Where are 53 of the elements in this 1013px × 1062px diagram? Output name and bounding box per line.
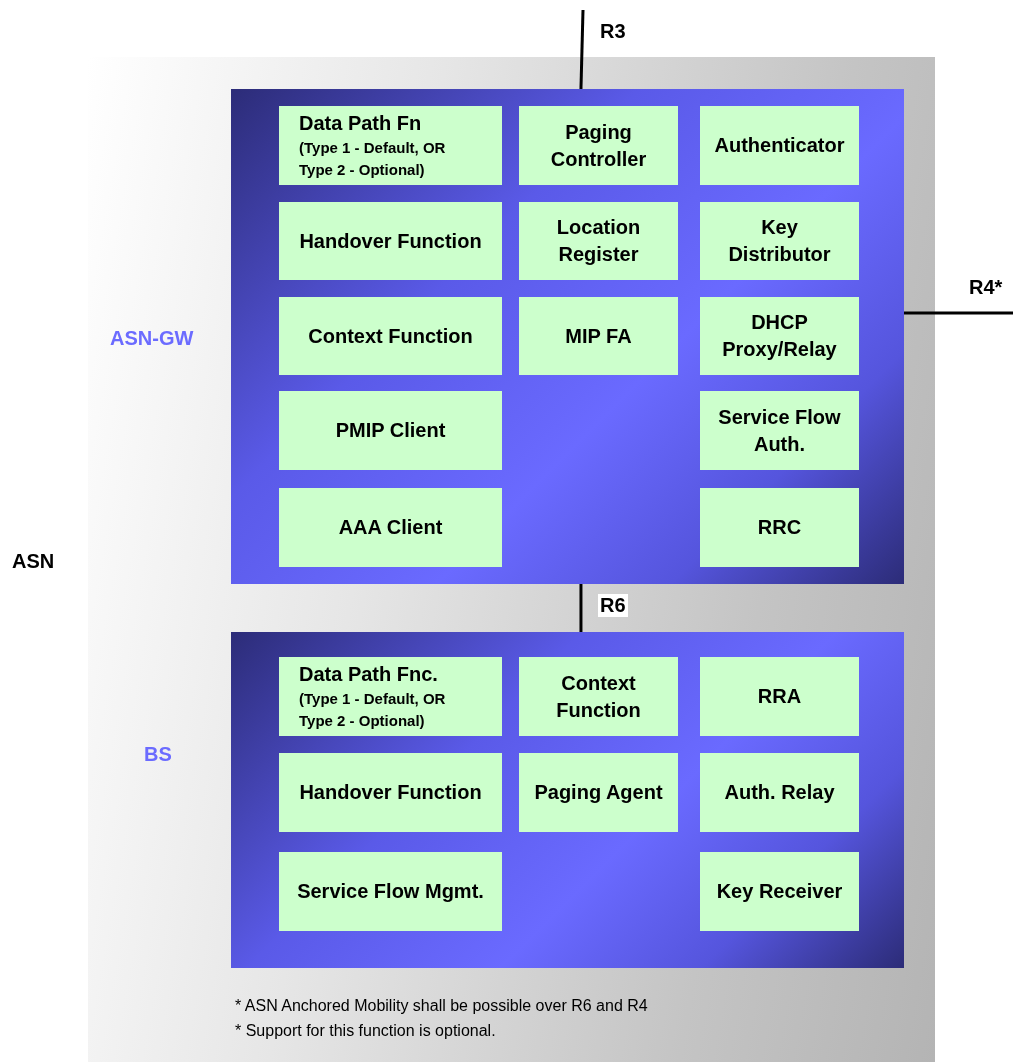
function-box [519,106,678,185]
function-box [519,753,678,832]
function-name: RRC [757,515,802,540]
interface-line [579,9,585,90]
edge-label: R6 [598,594,628,617]
function-name: DHCP Proxy/Relay [721,310,838,362]
function-note: (Type 1 - Default, OR Type 2 - Optional) [299,138,447,180]
function-name: Handover Function [299,780,482,805]
function-name: Service Flow Mgmt. [297,879,484,904]
interface-line [904,311,1013,315]
function-name: Handover Function [299,228,482,254]
function-name: Key Distributor [727,215,832,267]
function-name: PMIP Client [335,418,446,443]
function-box [700,488,859,567]
function-box [700,391,859,470]
function-box [279,657,502,736]
group-title: BS [144,743,172,766]
function-name: RRA [757,684,802,709]
function-box [519,202,678,280]
function-box [700,106,859,185]
function-box [700,657,859,736]
function-name: AAA Client [338,515,443,540]
function-name: Key Receiver [716,879,843,904]
footnote: * Support for this function is optional. [235,1022,496,1040]
function-box [279,488,502,567]
function-name: Auth. Relay [724,780,835,805]
function-box [700,852,859,931]
group-title: ASN [12,550,55,573]
function-box [279,297,502,375]
function-name: Location Register [555,215,642,267]
group-title: ASN-GW [110,327,194,350]
function-note: (Type 1 - Default, OR Type 2 - Optional) [299,689,447,731]
function-name: Authenticator [714,133,845,158]
function-box [279,391,502,470]
function-box [279,106,502,185]
function-box [700,753,859,832]
function-name: Data Path Fn [299,111,422,136]
function-name: Paging Controller [549,119,648,172]
interface-line [579,584,583,632]
function-box [700,297,859,375]
function-box [700,202,859,280]
function-name: Data Path Fnc. [299,662,438,687]
function-box [279,202,502,280]
function-name: MIP FA [565,323,632,349]
function-box [519,297,678,375]
footnote: * ASN Anchored Mobility shall be possible over R6 and R4 [235,997,648,1015]
function-box [519,657,678,736]
function-name: Context Function [555,670,642,723]
function-name: Context Function [308,323,473,349]
function-box [279,753,502,832]
function-box [279,852,502,931]
function-name: Service Flow Auth. [717,404,842,457]
function-name: Paging Agent [534,780,663,805]
